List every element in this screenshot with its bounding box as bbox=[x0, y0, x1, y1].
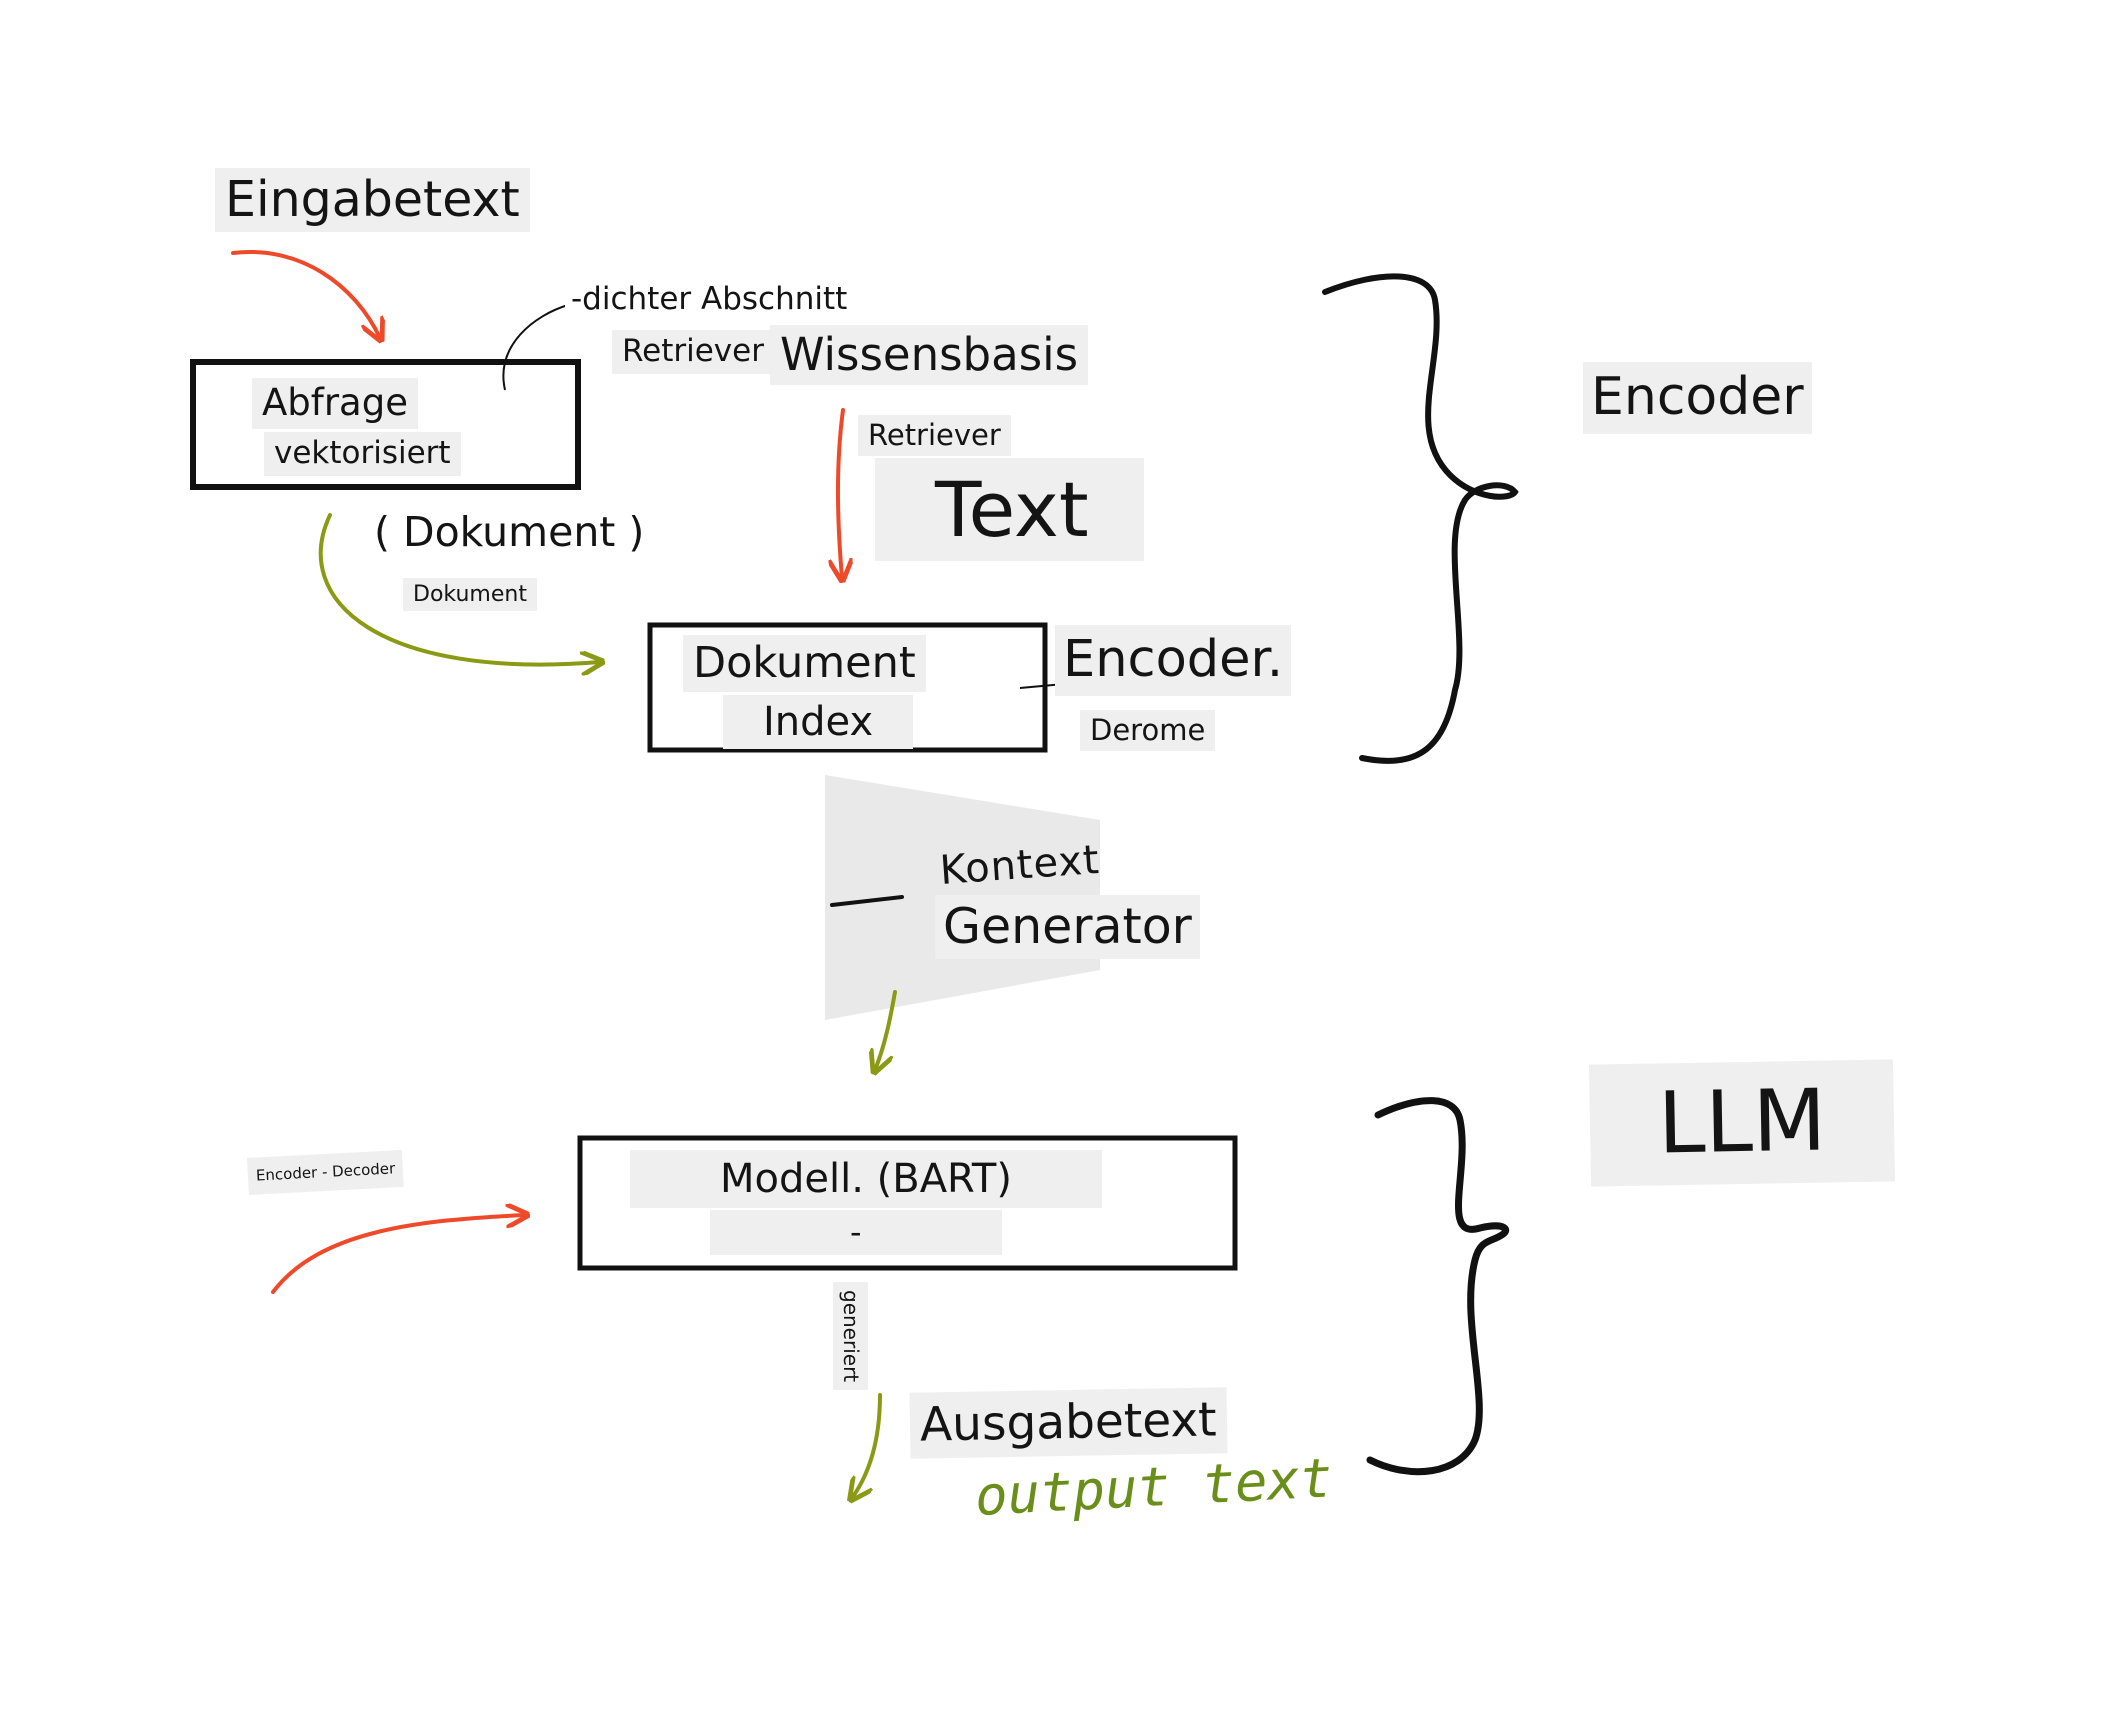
model-dash-label: - bbox=[710, 1210, 1002, 1255]
input-text-label: Eingabetext bbox=[215, 168, 530, 233]
generates-label: generiert bbox=[833, 1282, 868, 1391]
model-label: Modell. (BART) bbox=[630, 1150, 1102, 1208]
arrow-input-to-query bbox=[231, 250, 380, 338]
query-box bbox=[190, 359, 581, 490]
dense-passage-connector bbox=[502, 304, 569, 391]
arrow-query-to-index bbox=[318, 513, 600, 665]
doc-index-line2-label: Index bbox=[723, 695, 914, 749]
query-label: Abfrage bbox=[252, 378, 418, 429]
document-small-label: Dokument bbox=[403, 578, 537, 612]
generator-label: Generator bbox=[935, 895, 1200, 960]
derome-label: Derome bbox=[1080, 710, 1216, 752]
encoder-side-label: Encoder. bbox=[1055, 625, 1292, 696]
document-paren-label: ( Dokument ) bbox=[370, 505, 649, 561]
dense-passage-label: -dichter Abschnitt bbox=[565, 278, 854, 322]
document-index-box bbox=[647, 622, 1048, 753]
llm-brace bbox=[1366, 1097, 1510, 1476]
vectorized-label: vektorisiert bbox=[264, 432, 461, 476]
encoder-brace bbox=[1322, 273, 1519, 764]
retriever-side-label: Retriever bbox=[858, 415, 1011, 457]
arrow-model-to-output bbox=[852, 1393, 882, 1498]
plus-sign-stroke bbox=[830, 895, 904, 907]
model-box bbox=[577, 1135, 1238, 1271]
arrow-knowledge-to-index bbox=[838, 408, 843, 578]
retriever-top-label: Retriever bbox=[612, 330, 774, 374]
doc-index-line1-label: Dokument bbox=[683, 635, 926, 693]
arrow-generator-to-model bbox=[875, 990, 897, 1070]
encoder-brace-label: Encoder bbox=[1583, 362, 1812, 434]
arrow-encdec-to-model bbox=[271, 1215, 525, 1294]
knowledge-base-label: Wissensbasis bbox=[770, 325, 1089, 385]
output-text-label: Ausgabetext bbox=[909, 1387, 1228, 1459]
llm-brace-label: LLM bbox=[1588, 1059, 1896, 1187]
text-big-label: Text bbox=[875, 458, 1144, 562]
